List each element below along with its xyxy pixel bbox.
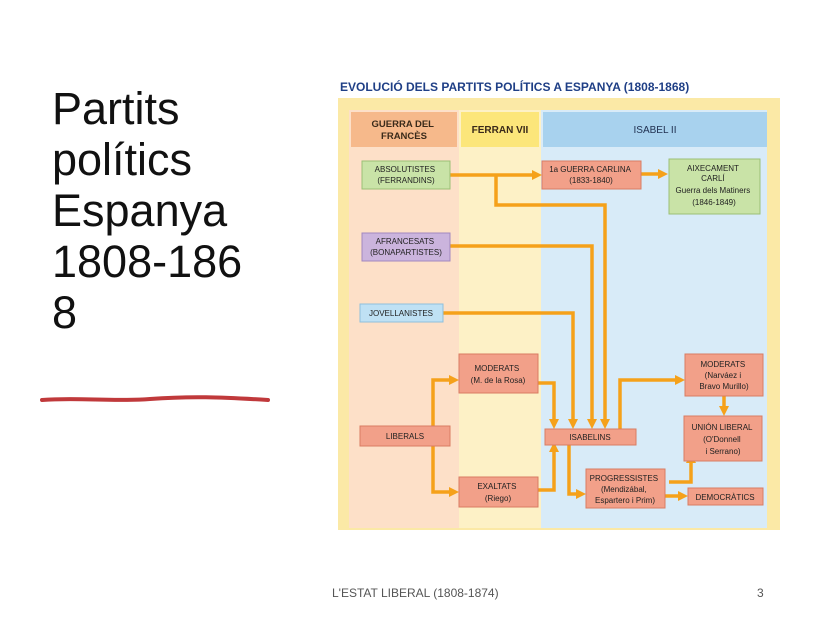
node-liberals-label: LIBERALS <box>386 432 424 441</box>
head-exaltats <box>449 487 459 497</box>
arrow-liberals-exaltats <box>431 436 449 494</box>
node-democratics: DEMOCRÀTICS <box>687 487 764 506</box>
node-jovellanistes-label: JOVELLANISTES <box>369 309 433 318</box>
node-progressistes-line1: PROGRESSISTES <box>590 474 658 483</box>
svg-text:AFRANCESATS (BONAPARTIST: AFRANCESATS (BONAPARTISTES) <box>370 237 442 257</box>
footer-text: L'ESTAT LIBERAL (1808-1874) <box>332 586 499 600</box>
head-progressistes <box>576 489 586 499</box>
node-exaltats: EXALTATS (Riego) <box>458 476 539 508</box>
header-ferran <box>461 112 539 147</box>
svg-text:AIXECAMENT CARLÍ G: AIXECAMENT CARLÍ Guerra dels Matiners (1… <box>676 164 753 207</box>
node-progressistes-line2: (Mendizábal, <box>601 485 647 494</box>
node-liberals: LIBERALS <box>359 425 451 447</box>
arrow-progressistes-union <box>669 461 693 484</box>
node-aixecament-line1: AIXECAMENT <box>687 164 739 173</box>
node-union-line2: (O'Donnell <box>703 435 741 444</box>
node-jovellanistes: JOVELLANISTES <box>359 303 444 323</box>
head-isabelins-left <box>549 419 559 429</box>
node-moderats-fvii-line2: (M. de la Rosa) <box>471 376 526 385</box>
diagram-title: EVOLUCIÓ DELS PARTITS POLÍTICS A ESPANYA… <box>340 79 689 94</box>
svg-text:ABSOLUTISTES (FERRANDINS: ABSOLUTISTES (FERRANDINS) <box>375 165 438 185</box>
head-union <box>719 406 729 416</box>
arrow-jovellanistes-isabelins <box>443 311 575 421</box>
node-afrancesats-line2: (BONAPARTISTES) <box>370 248 442 257</box>
header-ferran-label: FERRAN VII <box>472 125 529 136</box>
head-aixecament <box>658 169 668 179</box>
node-aixecament-line2: CARLÍ <box>701 174 725 183</box>
svg-text:EXALTATS (Riego): EXALTATS (Riego) <box>477 482 518 503</box>
head-isabelins-bottom <box>549 442 559 452</box>
svg-text:UNIÓN LIBERAL (O'Donnell: UNIÓN LIBERAL (O'Donnell i Serrano) <box>692 423 755 456</box>
page-number: 3 <box>757 586 764 600</box>
node-isabelins: ISABELINS <box>544 428 637 446</box>
arrow-isabelins-progressistes <box>567 442 576 496</box>
header-isabel-label: ISABEL II <box>634 125 677 136</box>
node-isabelins-label: ISABELINS <box>569 433 610 442</box>
node-absolutistes: ABSOLUTISTES (FERRANDINS) <box>361 160 451 190</box>
node-progressistes: PROGRESSISTES (Mendizábal, Espartero i P… <box>585 468 666 509</box>
head-isabelins-2 <box>587 419 597 429</box>
arrow-liberals-moderats <box>431 378 449 436</box>
node-aixecament-line3: Guerra dels Matiners <box>676 186 751 195</box>
node-union: UNIÓN LIBERAL (O'Donnell i Serrano) <box>683 415 763 462</box>
svg-text:GUERRA DEL FRANCÈS: GUERRA DEL FRANCÈS <box>372 119 437 142</box>
head-isabelins-3 <box>600 419 610 429</box>
node-union-line1: UNIÓN LIBERAL <box>692 423 753 432</box>
node-absolutistes-line2: (FERRANDINS) <box>377 176 435 185</box>
svg-text:MODERATS (M. de la Rosa): MODERATS (M. de la Rosa) <box>471 364 526 385</box>
svg-text:1a GUERRA CARLINA (1833-: 1a GUERRA CARLINA (1833-1840) <box>549 165 633 185</box>
node-progressistes-line3: Espartero i Prim) <box>595 496 655 505</box>
party-evolution-diagram: EVOLUCIÓ DELS PARTITS POLÍTICS A ESPANYA… <box>338 79 780 530</box>
header-guerra-line1: GUERRA DEL <box>372 119 435 130</box>
head-isabelins-1 <box>568 419 578 429</box>
node-aixecament-line4: (1846-1849) <box>692 198 736 207</box>
head-carlina <box>532 170 542 180</box>
node-carlina: 1a GUERRA CARLINA (1833-1840) <box>541 160 642 190</box>
node-moderats-iii-line1: MODERATS <box>701 360 746 369</box>
slide-title: Partits polítics Espanya 1808-186 8 <box>52 83 243 338</box>
column-ferran <box>459 110 541 528</box>
arrow-absolutistes-isabelins <box>494 175 607 421</box>
head-moderats-fvii <box>449 375 459 385</box>
node-moderats-iii-line3: Bravo Murillo) <box>699 382 749 391</box>
node-exaltats-line2: (Riego) <box>485 494 512 503</box>
node-moderats-iii-line2: (Narváez i <box>705 371 742 380</box>
node-carlina-line1: 1a GUERRA CARLINA <box>549 165 631 174</box>
node-afrancesats: AFRANCESATS (BONAPARTISTES) <box>361 232 451 262</box>
svg-text:MODERATS (Narváez i: MODERATS (Narváez i Bravo Murillo) <box>699 360 749 391</box>
arrow-afrancesats-isabelins <box>450 244 594 421</box>
node-exaltats-line1: EXALTATS <box>477 482 516 491</box>
node-union-line3: i Serrano) <box>705 447 740 456</box>
arrows <box>431 172 726 498</box>
node-moderats-fvii-line1: MODERATS <box>475 364 520 373</box>
node-carlina-line2: (1833-1840) <box>569 176 613 185</box>
arrow-isabelins-moderats <box>618 378 675 433</box>
header-guerra-line2: FRANCÈS <box>381 131 427 142</box>
header-isabel <box>543 112 767 147</box>
header-guerra <box>351 112 457 147</box>
head-democratics <box>678 491 688 501</box>
node-aixecament: AIXECAMENT CARLÍ Guerra dels Matiners (1… <box>668 158 761 215</box>
arrow-exaltats-isabelins <box>538 450 556 492</box>
node-moderats-fvii: MODERATS (M. de la Rosa) <box>458 353 539 394</box>
red-underline <box>40 395 270 402</box>
node-moderats-iii: MODERATS (Narváez i Bravo Murillo) <box>684 353 764 397</box>
arrow-moderats-isabelins <box>538 381 556 421</box>
node-absolutistes-line1: ABSOLUTISTES <box>375 165 435 174</box>
node-afrancesats-line1: AFRANCESATS <box>376 237 435 246</box>
node-democratics-label: DEMOCRÀTICS <box>695 493 754 502</box>
svg-text:PROGRESSISTES (Mendizába: PROGRESSISTES (Mendizábal, Espartero i P… <box>590 474 661 505</box>
head-moderats-iii <box>675 375 685 385</box>
